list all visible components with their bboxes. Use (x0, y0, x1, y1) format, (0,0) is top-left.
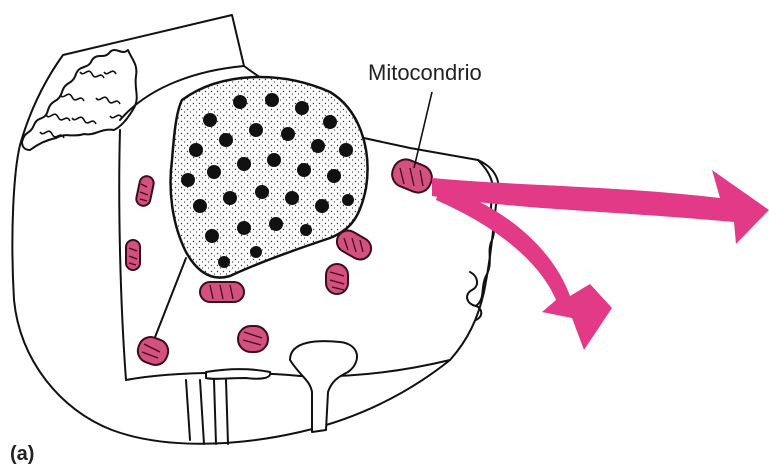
mitochondrion-label: Mitocondrio (368, 60, 482, 85)
basal-bar (206, 369, 270, 379)
mitochondrion (326, 264, 348, 294)
panel-label: (a) (10, 443, 34, 465)
mitochondrion (200, 282, 244, 302)
mitochondrion (238, 326, 268, 352)
mitochondrion (126, 240, 140, 270)
